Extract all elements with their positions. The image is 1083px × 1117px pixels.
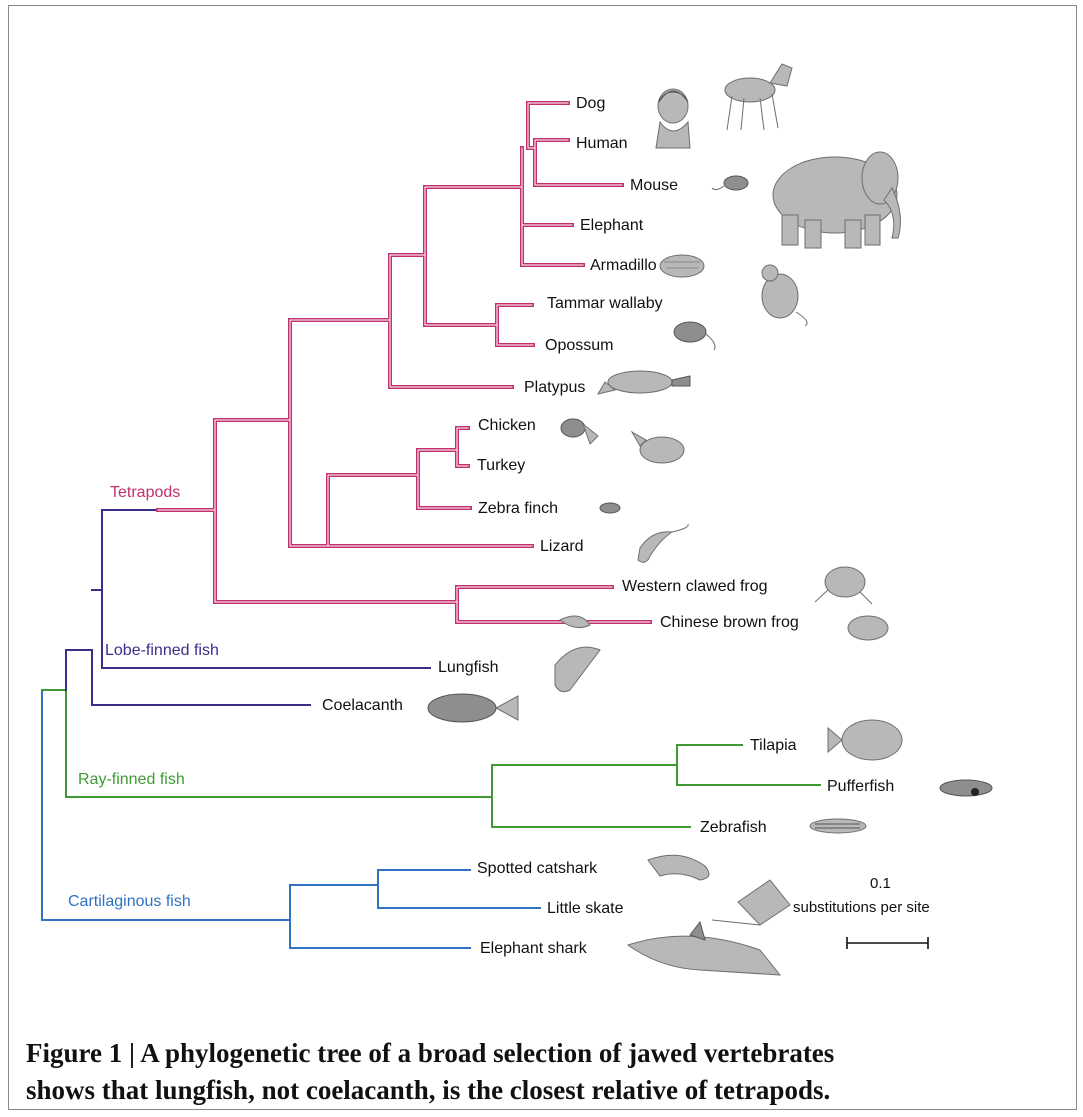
taxon-label-human: Human: [576, 135, 628, 152]
opossum-icon: [674, 322, 715, 350]
frog-icon: [815, 567, 872, 604]
taxon-label-pufferfish: Pufferfish: [827, 778, 894, 795]
coelacanth-icon: [428, 694, 518, 722]
figure-caption-line-2: shows that lungfish, not coelacanth, is …: [26, 1072, 1066, 1109]
zebrafish-icon: [810, 819, 866, 833]
scale-bar-unit: substitutions per site: [793, 899, 930, 916]
platypus-icon: [598, 371, 690, 394]
scale-bar-value: 0.1: [870, 875, 891, 892]
taxon-label-tammar-wallaby: Tammar wallaby: [547, 295, 663, 312]
lizard-icon: [638, 524, 688, 562]
clade-label-tetrapods: Tetrapods: [110, 484, 180, 501]
human-icon: [656, 89, 690, 148]
lobe-finned-branches: [66, 510, 430, 705]
taxon-label-zebrafish: Zebrafish: [700, 819, 767, 836]
taxon-label-opossum: Opossum: [545, 337, 613, 354]
taxon-label-dog: Dog: [576, 95, 605, 112]
taxon-label-mouse: Mouse: [630, 177, 678, 194]
taxon-label-coelacanth: Coelacanth: [322, 697, 403, 714]
figure-caption: Figure 1 | A phylogenetic tree of a broa…: [26, 1035, 1066, 1109]
armadillo-icon: [660, 255, 704, 277]
clade-label-cartilaginous: Cartilaginous fish: [68, 893, 191, 910]
wallaby-icon: [762, 265, 807, 326]
scale-bar: [847, 937, 928, 949]
elephant-icon: [773, 152, 900, 248]
clade-label-ray-finned: Ray-finned fish: [78, 771, 185, 788]
taxon-label-turkey: Turkey: [477, 457, 525, 474]
clade-label-lobe-finned: Lobe-finned fish: [105, 642, 219, 659]
taxon-label-lizard: Lizard: [540, 538, 584, 555]
taxon-label-elephant-shark: Elephant shark: [480, 940, 588, 957]
taxon-label-lungfish: Lungfish: [438, 659, 499, 676]
skate-icon: [712, 880, 790, 925]
figure-caption-line-1: Figure 1 | A phylogenetic tree of a broa…: [26, 1035, 1066, 1072]
elephant-shark-icon: [628, 922, 780, 975]
catshark-icon: [648, 855, 709, 880]
frog-icon: [848, 616, 888, 640]
zebra-finch-icon: [600, 503, 620, 513]
taxon-label-armadillo: Armadillo: [590, 257, 657, 274]
taxon-label-spotted-catshark: Spotted catshark: [477, 860, 598, 877]
chicken-icon: [561, 419, 598, 444]
tilapia-icon: [828, 720, 902, 760]
turkey-icon: [632, 432, 684, 463]
pufferfish-icon: [940, 780, 992, 796]
taxon-label-little-skate: Little skate: [547, 900, 624, 917]
taxon-label-chinese-brown-frog: Chinese brown frog: [660, 614, 799, 631]
dog-icon: [725, 64, 792, 130]
taxon-label-western-clawed-frog: Western clawed frog: [622, 578, 768, 595]
taxon-label-zebra-finch: Zebra finch: [478, 500, 558, 517]
lungfish-icon: [555, 616, 600, 692]
taxon-label-elephant: Elephant: [580, 217, 644, 234]
taxon-label-tilapia: Tilapia: [750, 737, 797, 754]
taxon-label-platypus: Platypus: [524, 379, 585, 396]
taxon-label-chicken: Chicken: [478, 417, 536, 434]
mouse-icon: [712, 176, 748, 190]
